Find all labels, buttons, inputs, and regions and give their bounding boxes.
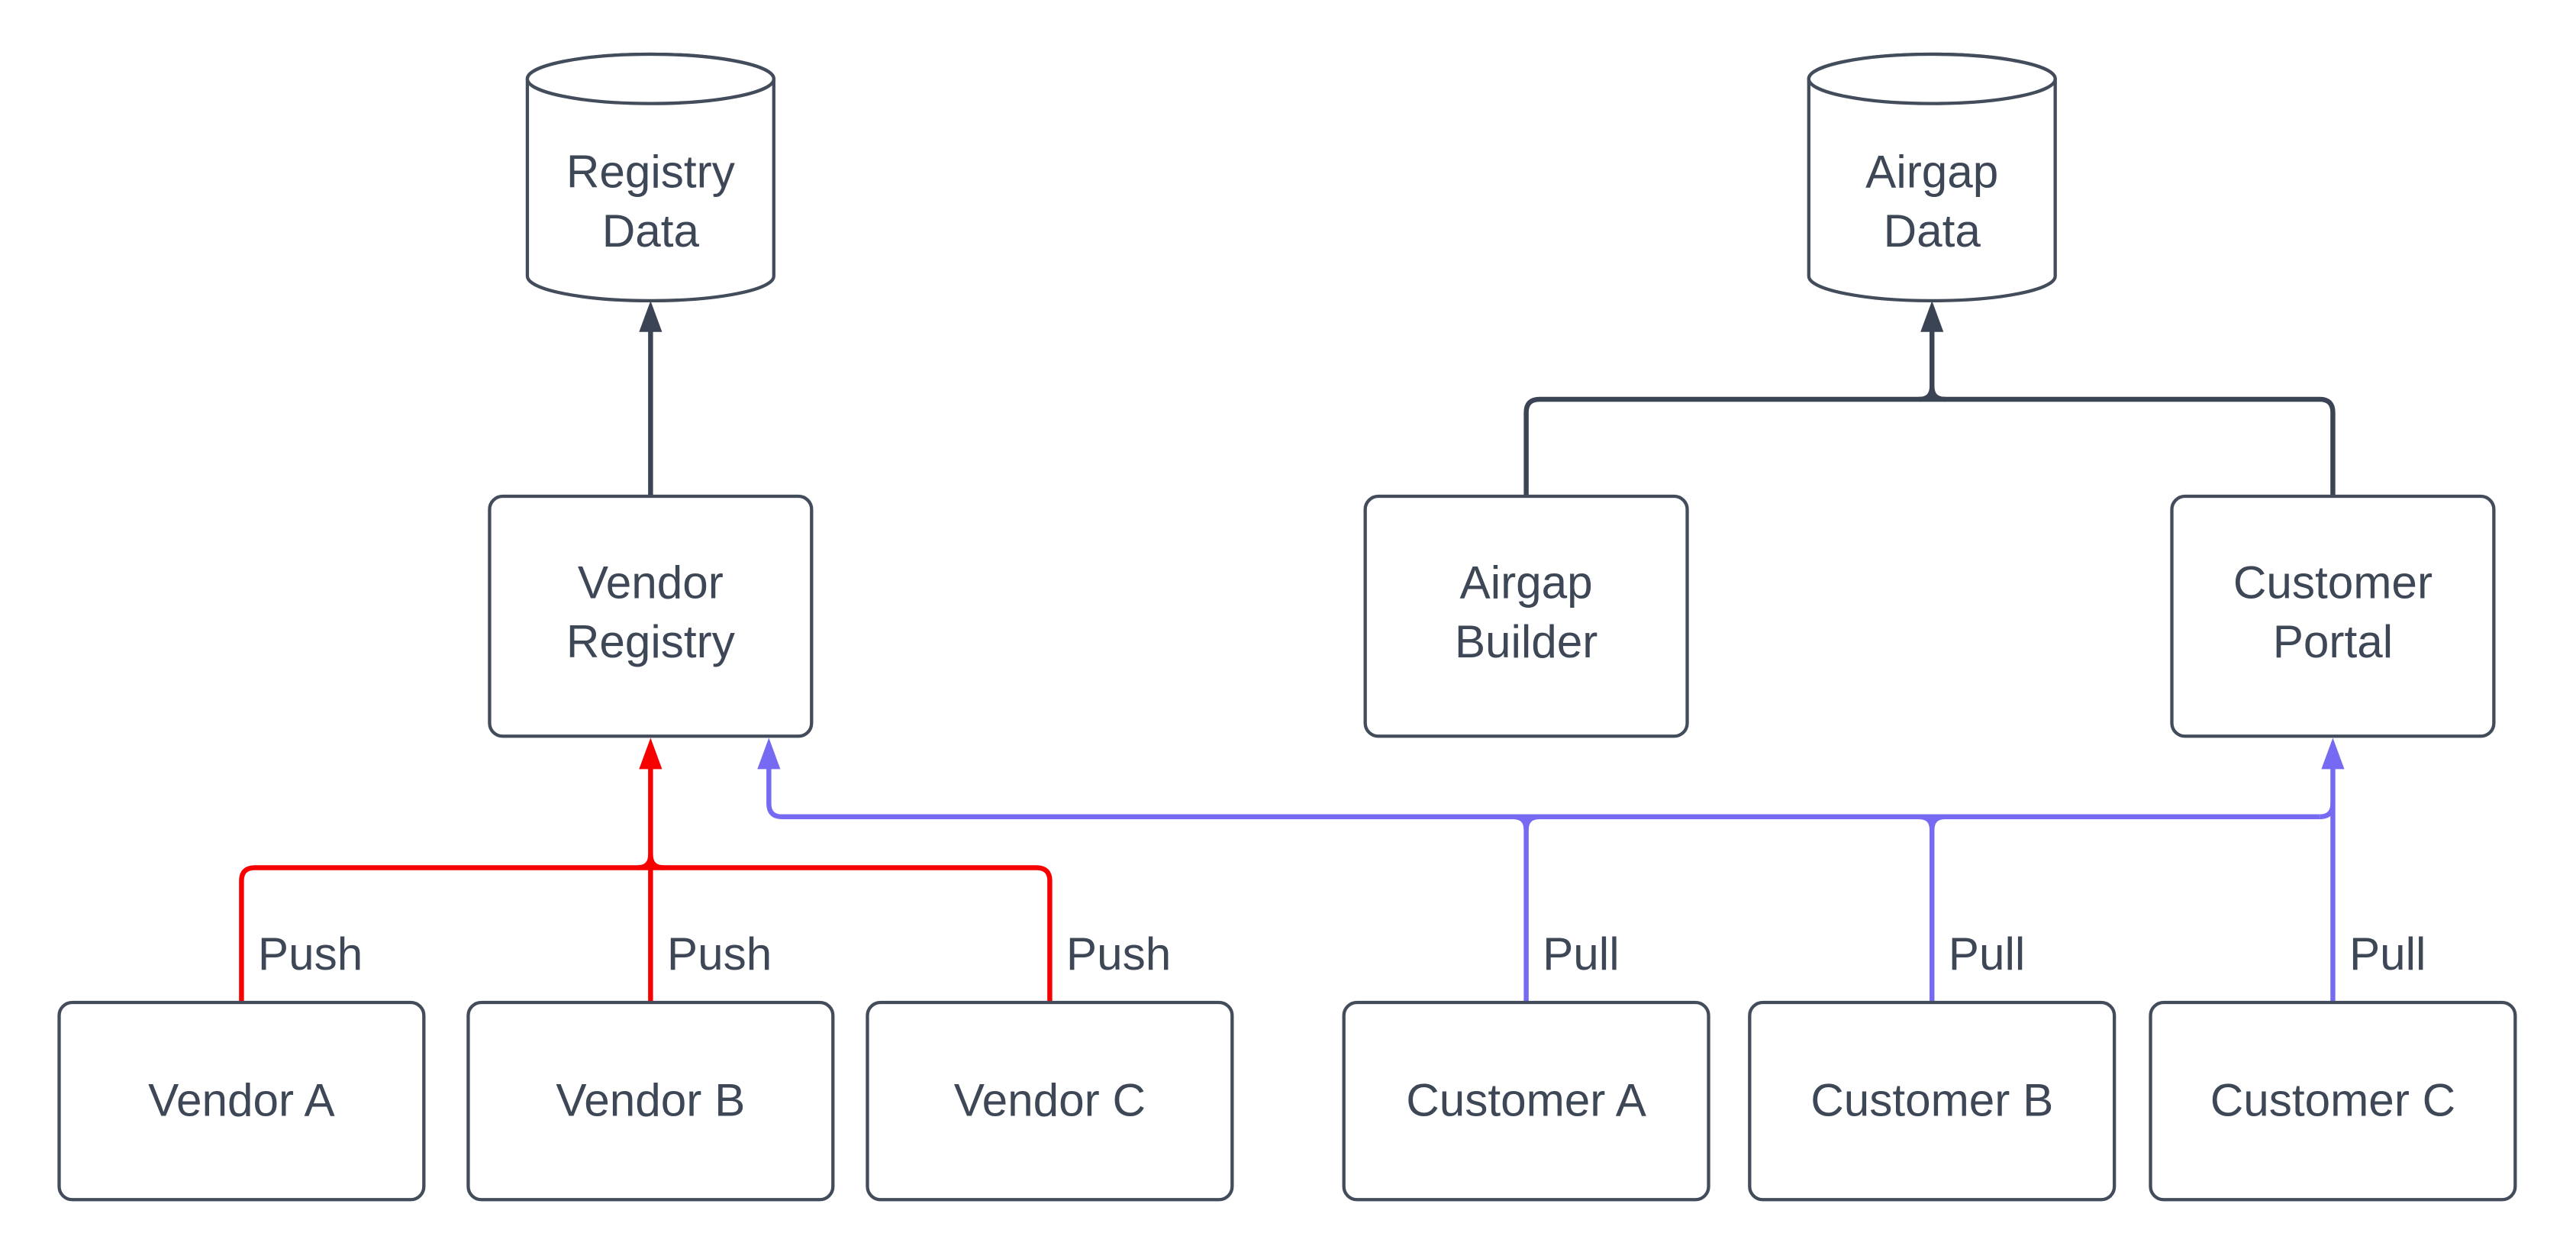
- junction-fillet: [1918, 386, 1946, 402]
- node-label: Customer B: [1810, 1073, 2053, 1125]
- edge-vendor-registry-to-registry-data: [639, 300, 663, 497]
- arrowhead-up: [639, 738, 663, 770]
- node-customer-c: Customer C: [2149, 1000, 2517, 1202]
- datastore-label-line2: Data: [602, 205, 700, 257]
- node-box: [2149, 1000, 2517, 1202]
- push-label: Push: [258, 928, 363, 980]
- junction-fillet: [1513, 814, 1540, 831]
- push-label: Push: [667, 928, 772, 980]
- push-label: Push: [1066, 928, 1171, 980]
- edge-line: [1523, 396, 2336, 497]
- edge-labels: Push Push Push Pull Pull Pull: [258, 928, 2426, 980]
- edge-vendors-push-to-vendor-registry: [239, 738, 1053, 1002]
- node-label: Vendor C: [954, 1073, 1146, 1125]
- cylinder-top: [1807, 52, 2057, 105]
- pull-label: Pull: [2349, 928, 2426, 980]
- node-label: Vendor B: [556, 1073, 745, 1125]
- node-label-line2: Portal: [2273, 615, 2393, 667]
- pull-bus-line: [766, 762, 2320, 819]
- node-box: [1363, 494, 1689, 738]
- pull-label: Pull: [1949, 928, 2025, 980]
- node-label: Vendor A: [148, 1073, 335, 1125]
- edge-customers-pull-from-vendor-registry: [757, 738, 2345, 1002]
- node-box: [2170, 494, 2496, 738]
- node-label-line2: Registry: [566, 615, 735, 667]
- node-label-line1: Customer: [2233, 556, 2433, 608]
- node-label-line2: Builder: [1455, 615, 1598, 667]
- pull-label: Pull: [1543, 928, 1619, 980]
- datastore-airgap-data: Airgap Data: [1807, 52, 2057, 303]
- datastore-label-line2: Data: [1884, 205, 1981, 257]
- cylinder-top: [525, 52, 775, 105]
- node-vendor-b: Vendor B: [466, 1000, 835, 1202]
- arrowhead-up: [2321, 738, 2345, 770]
- node-vendor-c: Vendor C: [866, 1000, 1234, 1202]
- node-box: [488, 494, 814, 738]
- node-vendor-a: Vendor A: [57, 1000, 426, 1202]
- node-box: [466, 1000, 835, 1202]
- node-label: Customer A: [1406, 1073, 1647, 1125]
- arrowhead-up: [639, 300, 663, 332]
- datastore-label-line1: Airgap: [1865, 145, 1998, 197]
- node-box: [1748, 1000, 2117, 1202]
- node-vendor-registry: Vendor Registry: [488, 494, 814, 738]
- datastore-registry-data: Registry Data: [525, 52, 775, 303]
- node-box: [866, 1000, 1234, 1202]
- arrowhead-up: [1920, 300, 1944, 332]
- arrowhead-up: [757, 738, 781, 770]
- node-box: [1342, 1000, 1710, 1202]
- node-customer-portal: Customer Portal: [2170, 494, 2496, 738]
- node-box: [57, 1000, 426, 1202]
- junction-fillet: [637, 854, 664, 870]
- datastore-label-line1: Registry: [566, 145, 735, 197]
- node-customer-a: Customer A: [1342, 1000, 1710, 1202]
- node-label-line1: Vendor: [578, 556, 724, 608]
- junction-fillet: [1918, 814, 1946, 831]
- node-airgap-builder: Airgap Builder: [1363, 494, 1689, 738]
- edge-builder-portal-to-airgap-data: [1523, 300, 2336, 497]
- node-customer-b: Customer B: [1748, 1000, 2117, 1202]
- node-label-line1: Airgap: [1460, 556, 1593, 608]
- node-label: Customer C: [2210, 1073, 2455, 1125]
